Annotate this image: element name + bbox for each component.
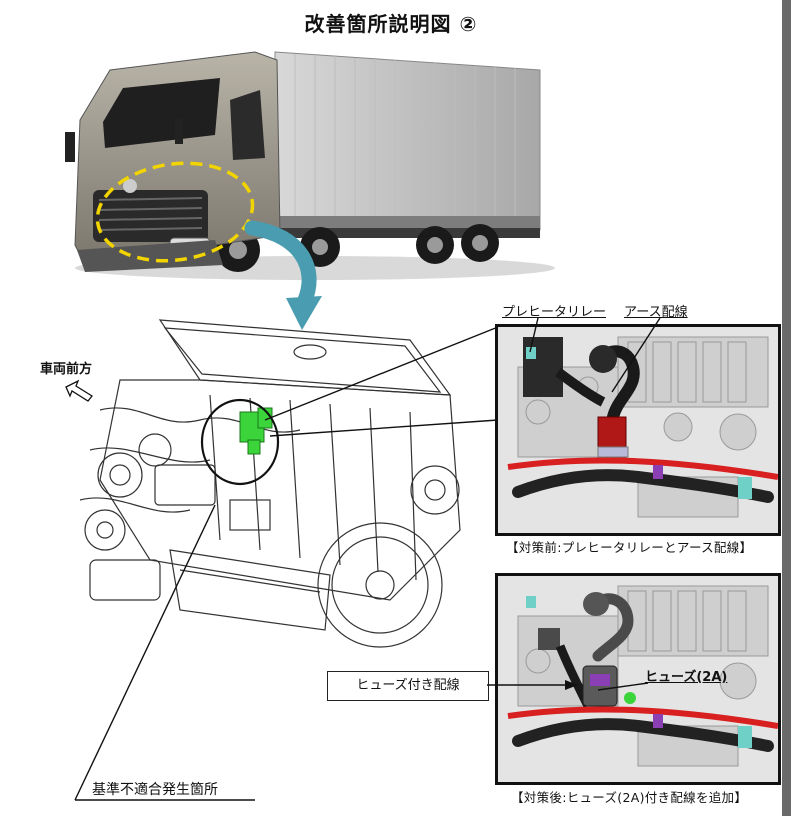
page-title: 改善箇所説明図 ② (304, 12, 478, 36)
truck-image (55, 40, 555, 285)
fuse-2a-label: ヒューズ(2A) (645, 670, 728, 685)
after-caption: 【対策後:ヒューズ(2A)付き配線を追加】 (511, 790, 748, 805)
before-caption: 【対策前:プレヒータリレーとアース配線】 (506, 540, 753, 555)
engine-image (60, 300, 500, 660)
highlight-circle (95, 161, 255, 263)
defect-location-label: 基準不適合発生箇所 (92, 782, 218, 798)
vehicle-front-label: 車両前方 (40, 362, 93, 377)
preheater-relay-highlight (239, 407, 273, 455)
fuse-wire-label: ヒューズ付き配線 (327, 671, 489, 701)
relay-circle (200, 398, 280, 486)
ground-wire-label: アース配線 (624, 305, 688, 320)
preheater-relay-label: プレヒータリレー (502, 305, 607, 320)
before-photo-frame (495, 324, 781, 536)
after-photo-frame (495, 573, 781, 785)
scrollbar[interactable] (782, 0, 791, 816)
